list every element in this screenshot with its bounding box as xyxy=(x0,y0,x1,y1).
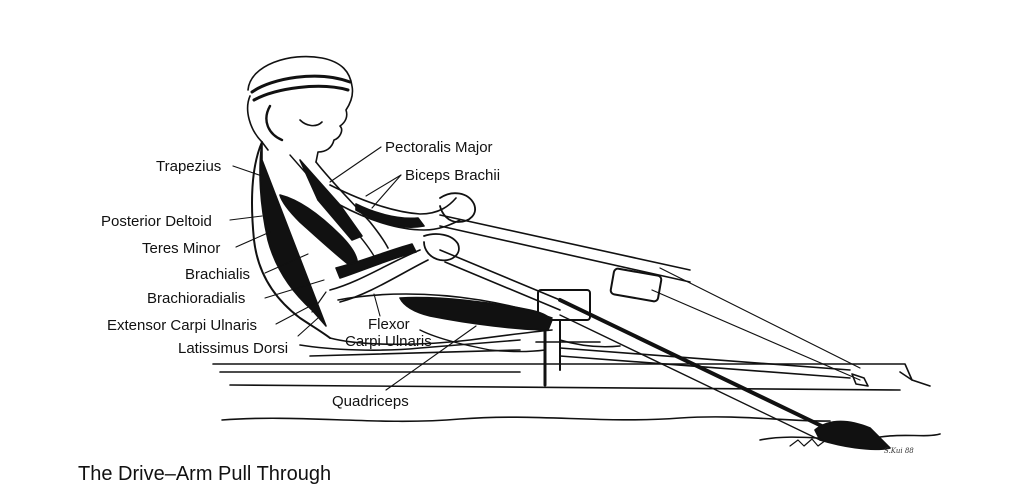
rower-hands xyxy=(423,192,476,262)
label-extensor-carpi-ulnaris: Extensor Carpi Ulnaris xyxy=(107,317,258,334)
oar xyxy=(439,214,891,451)
label-brachialis: Brachialis xyxy=(185,266,251,283)
rower-legs xyxy=(329,293,621,353)
label-flexor-line2: Carpi Ulnaris xyxy=(345,333,432,350)
label-brachioradialis: Brachioradialis xyxy=(147,290,246,307)
rower-upper-arm xyxy=(329,184,461,231)
label-flexor-line1: Flexor xyxy=(368,316,410,333)
slide-track xyxy=(559,347,869,387)
rower-torso xyxy=(251,141,389,339)
rower-head xyxy=(246,55,354,163)
label-teres-minor: Teres Minor xyxy=(142,240,221,257)
label-pectoralis-major: Pectoralis Major xyxy=(385,139,493,156)
rower-forearm xyxy=(311,243,429,313)
label-latissimus-dorsi: Latissimus Dorsi xyxy=(178,340,289,357)
label-quadriceps: Quadriceps xyxy=(332,393,409,410)
leader-lines xyxy=(229,146,477,391)
label-biceps-brachii: Biceps Brachii xyxy=(405,167,501,184)
label-trapezius: Trapezius xyxy=(156,158,222,175)
label-posterior-deltoid: Posterior Deltoid xyxy=(101,213,212,230)
rower-seat xyxy=(299,339,521,357)
figure-caption: The Drive–Arm Pull Through xyxy=(78,463,332,485)
artist-signature: S.Kui 88 xyxy=(884,447,914,455)
